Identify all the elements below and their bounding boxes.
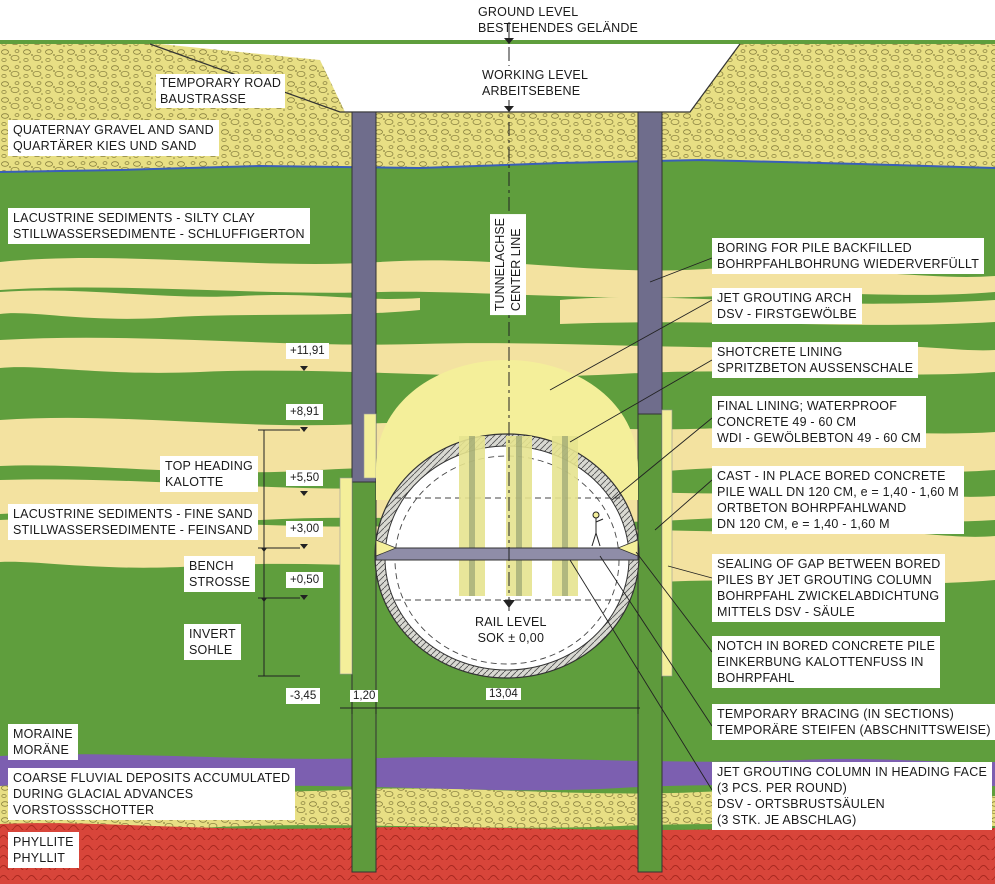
callout-cast-pile-line3: ORTBETON BOHRPFAHLWAND [717, 501, 907, 515]
callout-final-lining-line2: CONCRETE 49 - 60 CM [717, 415, 857, 429]
stratum-moraine-label: MORAINE MORÄNE [8, 724, 78, 760]
callout-final-lining-line1: FINAL LINING; WATERPROOF [717, 399, 898, 413]
callout-jet-column: JET GROUTING COLUMN IN HEADING FACE (3 P… [712, 762, 992, 830]
callout-bracing: TEMPORARY BRACING (IN SECTIONS) TEMPORÄR… [712, 704, 995, 740]
callout-final-lining-line3: WDI - GEWÖLBEBTON 49 - 60 CM [717, 431, 922, 445]
callout-cast-pile: CAST - IN PLACE BORED CONCRETE PILE WALL… [712, 466, 964, 534]
callout-shotcrete: SHOTCRETE LINING SPRITZBETON AUSSENSCHAL… [712, 342, 919, 378]
callout-boring-line1: BORING FOR PILE BACKFILLED [717, 241, 912, 255]
stratum-fine-sand-label: LACUSTRINE SEDIMENTS - FINE SAND STILLWA… [8, 504, 258, 540]
callout-boring: BORING FOR PILE BACKFILLED BOHRPFAHLBOHR… [712, 238, 985, 274]
stratum-fine-sand-en: LACUSTRINE SEDIMENTS - FINE SAND [13, 507, 253, 521]
stratum-gravel-en: QUATERNAY GRAVEL AND SAND [13, 123, 214, 137]
callout-sealing-line3: BOHRPFAHL ZWICKELABDICHTUNG [717, 589, 940, 603]
center-line-label: TUNNELACHSE CENTER LINE [490, 214, 526, 316]
stratum-clay-de: STILLWASSERSEDIMENTE - SCHLUFFIGERTON [13, 227, 305, 241]
rail-level-en: RAIL LEVEL [475, 615, 547, 629]
callout-cast-pile-line1: CAST - IN PLACE BORED CONCRETE [717, 469, 946, 483]
stratum-clay-en: LACUSTRINE SEDIMENTS - SILTY CLAY [13, 211, 256, 225]
temporary-road-label: TEMPORARY ROAD BAUSTRASSE [156, 74, 286, 108]
pile-width-dimension: 1,20 [350, 690, 379, 702]
callout-notch-line1: NOTCH IN BORED CONCRETE PILE [717, 639, 936, 653]
temporary-road-de: BAUSTRASSE [160, 92, 247, 106]
callout-shotcrete-line2: SPRITZBETON AUSSENSCHALE [717, 361, 914, 375]
bench-de: STROSSE [189, 575, 251, 589]
callout-jet-column-line2: (3 PCS. PER ROUND) [717, 781, 848, 795]
callout-final-lining: FINAL LINING; WATERPROOF CONCRETE 49 - 6… [712, 396, 927, 448]
top-heading-de: KALOTTE [165, 475, 224, 489]
callout-bracing-line1: TEMPORARY BRACING (IN SECTIONS) [717, 707, 955, 721]
bench-label: BENCH STROSSE [184, 556, 256, 592]
stratum-phyllite-de: PHYLLIT [13, 851, 66, 865]
stratum-clay-label: LACUSTRINE SEDIMENTS - SILTY CLAY STILLW… [8, 208, 310, 244]
invert-de: SOHLE [189, 643, 233, 657]
level-tag: +0,50 [286, 572, 324, 588]
callout-bracing-line2: TEMPORÄRE STEIFEN (ABSCHNITTSWEISE) [717, 723, 991, 737]
callout-jet-arch-line1: JET GROUTING ARCH [717, 291, 852, 305]
working-level-de: ARBEITSEBENE [482, 84, 581, 98]
level-tag: +5,50 [286, 470, 324, 486]
level-tag: +3,00 [286, 521, 324, 537]
center-line-en: CENTER LINE [509, 228, 523, 312]
callout-notch-line2: EINKERBUNG KALOTTENFUSS IN [717, 655, 924, 669]
callout-sealing: SEALING OF GAP BETWEEN BORED PILES BY JE… [712, 554, 946, 622]
stratum-gravel-de: QUARTÄRER KIES UND SAND [13, 139, 197, 153]
rail-level-de: SOK ± 0,00 [477, 631, 545, 645]
rail-level-label: RAIL LEVEL SOK ± 0,00 [470, 612, 552, 648]
callout-cast-pile-line2: PILE WALL DN 120 CM, e = 1,40 - 1,60 M [717, 485, 959, 499]
callout-shotcrete-line1: SHOTCRETE LINING [717, 345, 843, 359]
callout-cast-pile-line4: DN 120 CM, e = 1,40 - 1,60 M [717, 517, 890, 531]
callout-sealing-line1: SEALING OF GAP BETWEEN BORED [717, 557, 941, 571]
stratum-coarse-line1: COARSE FLUVIAL DEPOSITS ACCUMULATED [13, 771, 291, 785]
stratum-coarse-line3: VORSTOSSSCHOTTER [13, 803, 155, 817]
center-line-de: TUNNELACHSE [493, 218, 507, 312]
ground-level-en: GROUND LEVEL [478, 5, 579, 19]
working-level-label: WORKING LEVEL ARBEITSEBENE [478, 66, 593, 100]
stratum-moraine-en: MORAINE [13, 727, 73, 741]
invert-en: INVERT [189, 627, 236, 641]
stratum-coarse-label: COARSE FLUVIAL DEPOSITS ACCUMULATED DURI… [8, 768, 296, 820]
working-level-en: WORKING LEVEL [482, 68, 589, 82]
top-heading-en: TOP HEADING [165, 459, 253, 473]
stratum-gravel-label: QUATERNAY GRAVEL AND SAND QUARTÄRER KIES… [8, 120, 219, 156]
callout-sealing-line2: PILES BY JET GROUTING COLUMN [717, 573, 932, 587]
callout-jet-arch: JET GROUTING ARCH DSV - FIRSTGEWÖLBE [712, 288, 862, 324]
temporary-road-en: TEMPORARY ROAD [160, 76, 282, 90]
level-tag: +8,91 [286, 404, 324, 420]
callout-notch: NOTCH IN BORED CONCRETE PILE EINKERBUNG … [712, 636, 941, 688]
callout-notch-line3: BOHRPFAHL [717, 671, 795, 685]
ground-level-de: BESTEHENDES GELÄNDE [478, 21, 639, 35]
stratum-phyllite-en: PHYLLITE [13, 835, 74, 849]
stratum-moraine-de: MORÄNE [13, 743, 70, 757]
stratum-coarse-line2: DURING GLACIAL ADVANCES [13, 787, 194, 801]
stratum-fine-sand-de: STILLWASSERSEDIMENTE - FEINSAND [13, 523, 253, 537]
callout-jet-arch-line2: DSV - FIRSTGEWÖLBE [717, 307, 857, 321]
callout-jet-column-line3: DSV - ORTSBRUSTSÄULEN [717, 797, 885, 811]
stratum-phyllite-label: PHYLLITE PHYLLIT [8, 832, 79, 868]
callout-jet-column-line4: (3 STK. JE ABSCHLAG) [717, 813, 857, 827]
bench-en: BENCH [189, 559, 234, 573]
invert-label: INVERT SOHLE [184, 624, 241, 660]
ground-level-label: GROUND LEVEL BESTEHENDES GELÄNDE [478, 4, 638, 36]
callout-sealing-line4: MITTELS DSV - SÄULE [717, 605, 855, 619]
top-heading-label: TOP HEADING KALOTTE [160, 456, 258, 492]
level-tag: +11,91 [286, 343, 329, 359]
callout-boring-line2: BOHRPFAHLBOHRUNG WIEDERVERFÜLLT [717, 257, 980, 271]
tunnel-width-dimension: 13,04 [486, 688, 521, 700]
callout-jet-column-line1: JET GROUTING COLUMN IN HEADING FACE [717, 765, 987, 779]
level-tag: -3,45 [286, 688, 321, 704]
